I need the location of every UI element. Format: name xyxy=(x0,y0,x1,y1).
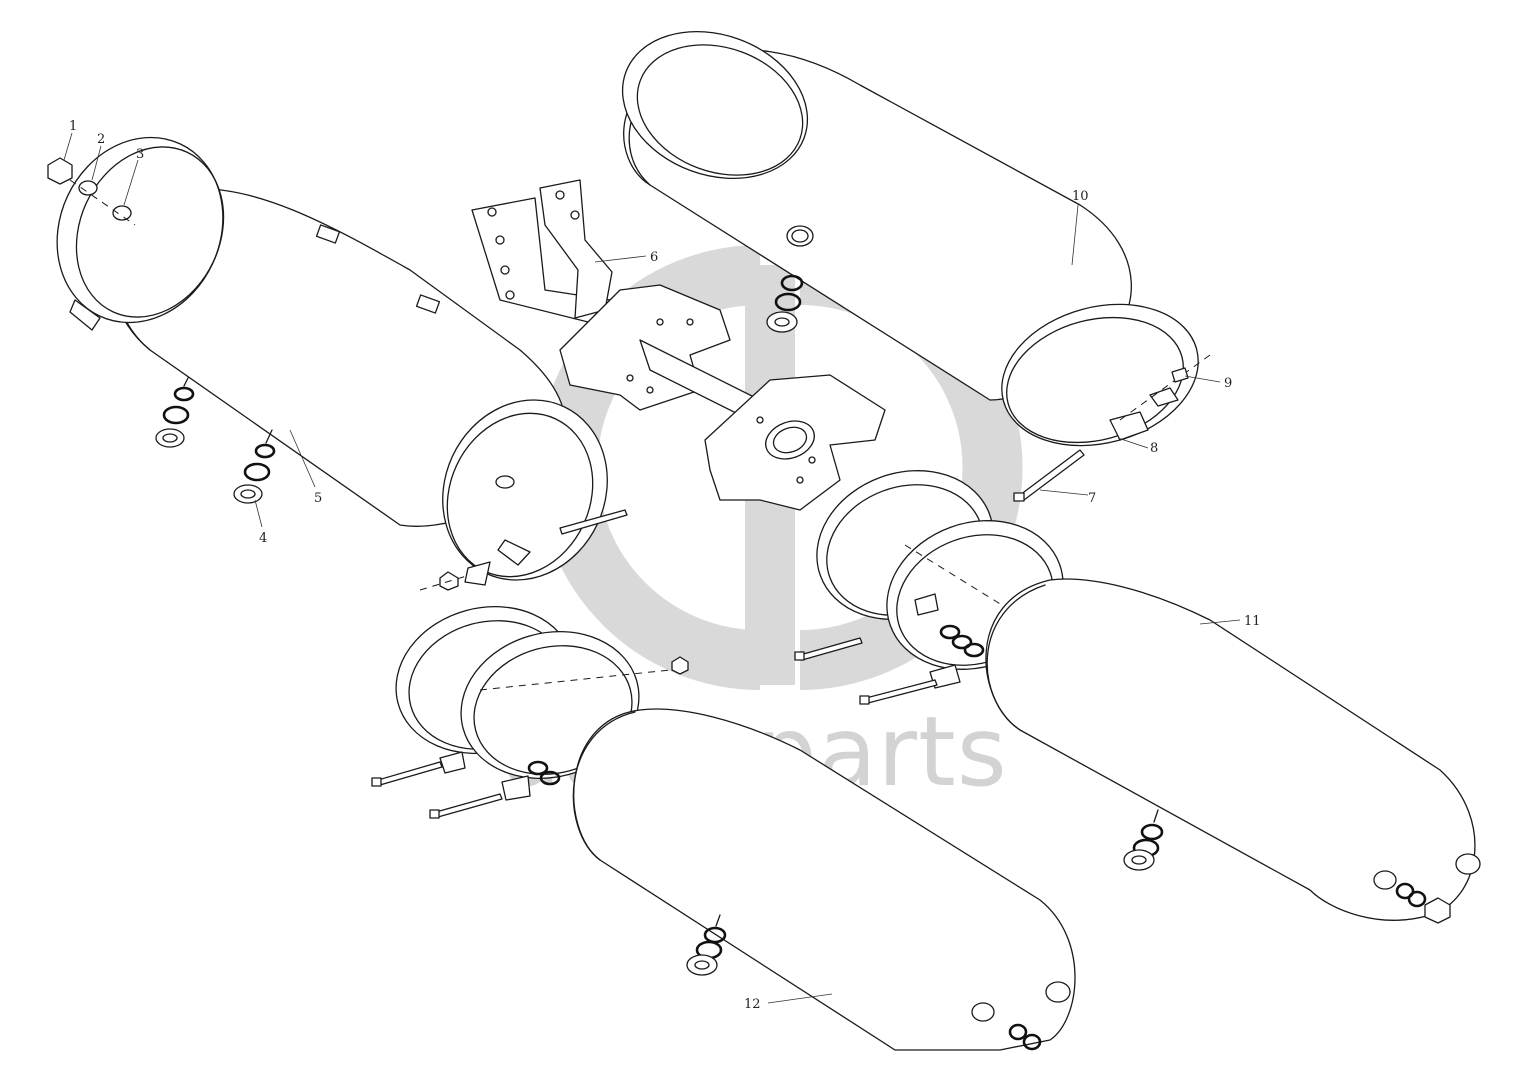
callout-5: 5 xyxy=(314,491,322,506)
callout-1: 1 xyxy=(69,119,77,134)
callout-11: 11 xyxy=(1244,614,1261,629)
callout-12: 12 xyxy=(744,997,761,1012)
tank-5-fittings xyxy=(47,157,628,591)
bracket-6 xyxy=(471,179,613,326)
air-tank-12 xyxy=(572,708,1076,1051)
callout-numbers: 1 2 3 4 5 6 7 8 9 10 11 12 xyxy=(69,119,1261,1012)
callout-6: 6 xyxy=(650,250,658,265)
callout-3: 3 xyxy=(136,147,144,162)
callout-2: 2 xyxy=(97,132,105,147)
leader-lines xyxy=(63,132,1241,1004)
callout-8: 8 xyxy=(1150,441,1158,456)
air-tank-11 xyxy=(985,578,1481,924)
crossmember xyxy=(559,284,886,511)
callout-4: 4 xyxy=(259,531,267,546)
band-clamp-left-upper xyxy=(56,136,225,331)
callout-7: 7 xyxy=(1088,491,1096,506)
callout-10: 10 xyxy=(1072,189,1089,204)
callout-9: 9 xyxy=(1224,376,1232,391)
band-clamp-right-upper xyxy=(621,30,809,180)
band-clamp-right-lower xyxy=(1001,303,1211,502)
